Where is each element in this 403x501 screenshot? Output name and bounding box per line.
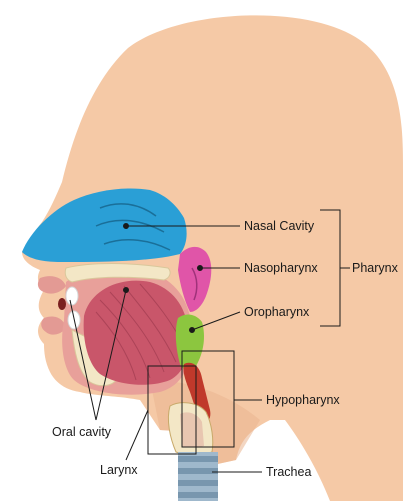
label-trachea: Trachea xyxy=(266,465,311,479)
upper-tooth xyxy=(66,287,78,305)
label-oropharynx: Oropharynx xyxy=(244,305,310,319)
label-nasopharynx: Nasopharynx xyxy=(244,261,318,275)
lip-shadow xyxy=(58,298,66,310)
larynx-leader xyxy=(126,410,148,460)
label-larynx: Larynx xyxy=(100,463,138,477)
label-nasal-cavity: Nasal Cavity xyxy=(244,219,315,233)
label-oral-cavity: Oral cavity xyxy=(52,425,112,439)
trachea xyxy=(178,452,218,501)
nasal-cavity xyxy=(22,188,187,262)
tongue xyxy=(84,281,189,385)
label-hypopharynx: Hypopharynx xyxy=(266,393,340,407)
label-pharynx: Pharynx xyxy=(352,261,399,275)
